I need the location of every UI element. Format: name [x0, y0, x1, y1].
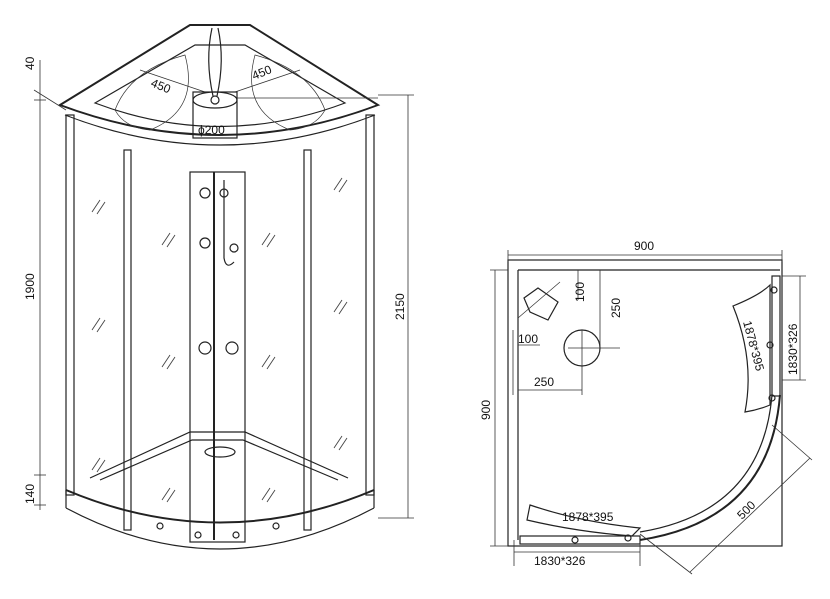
- curved-front: [639, 394, 781, 541]
- tray-inner-back: [89, 431, 349, 479]
- mixer-knob-1: [198, 341, 212, 355]
- head-diameter-label: ϕ200: [198, 123, 225, 137]
- plan-roller-2: [766, 341, 774, 349]
- seat-recess-right: [251, 54, 326, 131]
- head-shower-nozzle: [210, 95, 220, 105]
- total-height-label: 2150: [393, 293, 407, 320]
- bottom-door-frame: [519, 535, 641, 545]
- door-right-label: 1830*326: [786, 323, 800, 375]
- offset-250-vertical-label: 250: [609, 298, 623, 318]
- right-post: [365, 114, 375, 496]
- front-view: 40 450 450 ϕ200 1900 2150 140: [23, 24, 414, 550]
- tray-drain: [204, 446, 236, 458]
- plan-roller-3: [768, 394, 776, 402]
- diagonal-dim-ext-1: [639, 533, 693, 575]
- plan-view: 900 900 100 100 250 250 1830*326 1878*39…: [479, 239, 813, 575]
- jet-2: [199, 237, 211, 249]
- hand-shower-head: [229, 243, 239, 253]
- tray-height-label: 140: [23, 484, 37, 504]
- curved-front-inner: [639, 394, 773, 533]
- glass-height-label: 1900: [23, 273, 37, 300]
- top-thickness-label: 40: [23, 56, 37, 70]
- diagonal-label: 500: [734, 498, 758, 522]
- roof-outline: [57, 24, 381, 136]
- roller-1: [156, 522, 164, 530]
- diagonal-dim-line: [689, 457, 811, 573]
- plan-outer-square: [507, 259, 783, 547]
- width-label: 900: [634, 239, 654, 253]
- hose-top: [208, 27, 214, 97]
- offset-100-label-a: 100: [573, 282, 587, 302]
- radius-line-right: [234, 69, 301, 93]
- seat-recess-left: [114, 54, 189, 131]
- back-panel: [189, 171, 246, 543]
- hand-shower-rail: [223, 180, 235, 266]
- left-post: [65, 114, 75, 496]
- right-door-frame: [771, 275, 781, 397]
- head-shower-top: [192, 91, 238, 109]
- radius-line-left: [139, 69, 206, 93]
- roller-2: [194, 531, 202, 539]
- corner-mixer: [523, 287, 559, 321]
- depth-label: 900: [479, 400, 493, 420]
- roller-3: [232, 531, 240, 539]
- mixer-knob-2: [225, 341, 239, 355]
- offset-250-horizontal-label: 250: [534, 375, 554, 389]
- tray-inner-back-2: [99, 439, 339, 481]
- curved-right-label: 1878*395: [740, 319, 767, 373]
- jet-1: [199, 187, 211, 199]
- hose-top-2: [216, 27, 222, 97]
- roof-inner-outline: [93, 44, 347, 128]
- tray-top-edge: [65, 489, 375, 524]
- roof-underside: [64, 114, 376, 146]
- corner-diagonal: [517, 281, 561, 319]
- door-bottom-label: 1830*326: [534, 554, 586, 568]
- curved-bottom-label: 1878*395: [562, 510, 614, 524]
- roller-4: [272, 522, 280, 530]
- seat-radius-left-label: 450: [149, 76, 173, 97]
- plan-roller-5: [624, 534, 632, 542]
- jet-3: [219, 188, 229, 198]
- door-post-right: [303, 149, 312, 531]
- door-post-left: [123, 149, 132, 531]
- offset-100-label-b: 100: [518, 332, 538, 346]
- curved-glass-bottom: [526, 504, 642, 537]
- plan-roller-1: [770, 286, 778, 294]
- diagonal-dim-ext-2: [771, 424, 813, 461]
- glass-hatch-marks: [91, 177, 348, 503]
- tray-bottom-edge: [65, 507, 375, 550]
- left-dim-tick-1: [33, 89, 67, 111]
- curved-glass-right: [732, 283, 771, 413]
- plan-roller-4: [571, 536, 579, 544]
